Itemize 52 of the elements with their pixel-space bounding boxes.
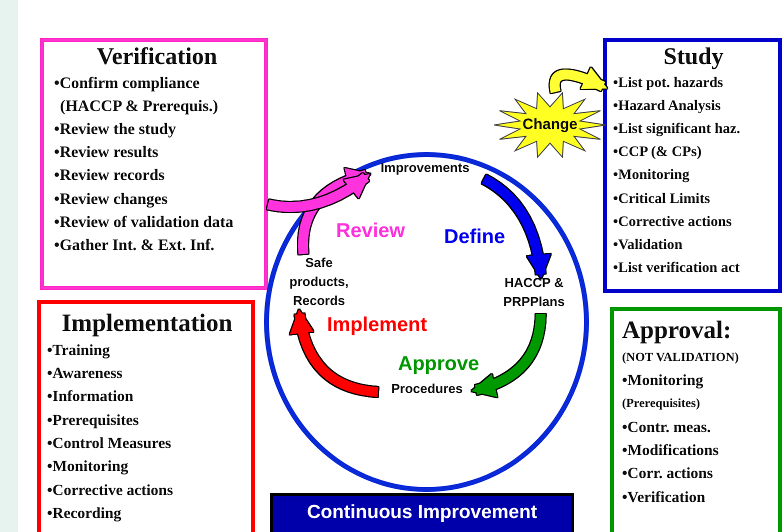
list-item: •Contr. meas. (622, 418, 712, 438)
list-item: •Review the study (54, 120, 178, 140)
list-item: •Awareness (47, 364, 124, 384)
list-item: •Validation (613, 236, 684, 256)
list-item: •Recording (47, 504, 122, 524)
list-item: •CCP (& CPs) (613, 143, 703, 162)
edge-label: Implement (327, 314, 428, 337)
list-item: •Monitoring (47, 457, 130, 478)
list-item: •Confirm compliance (HACCP & Prerequis.) (54, 74, 220, 117)
list-item: •Control Measures (47, 434, 172, 454)
title-banner (270, 493, 574, 532)
starburst-label: Change (521, 116, 578, 133)
note-text: (Prerequisites) (622, 395, 701, 412)
step-label: Improvements (380, 159, 470, 177)
list-item: •List significant haz. (613, 120, 742, 139)
list-item: •List pot. hazards (613, 74, 724, 93)
step-label: HACCP & PRPPlans (502, 274, 566, 311)
step-label: Procedures (390, 380, 464, 398)
list-item: •Critical Limits (613, 190, 712, 209)
list-panel (37, 300, 255, 532)
edge-label: Approve (398, 353, 480, 376)
starburst (494, 92, 606, 158)
list-item: •Verification (622, 488, 706, 508)
list-item: •Corrective actions (47, 480, 174, 501)
list-panel (610, 307, 782, 532)
list-item: •Corr. actions (622, 464, 714, 484)
panel-heading: Verification (96, 44, 218, 72)
title-text: Continuous Improvement (306, 501, 538, 525)
list-item: •Review results (54, 143, 160, 164)
list-item: •Modifications (622, 440, 720, 461)
list-panel (603, 38, 782, 293)
edge-label: Review (336, 220, 405, 243)
panel-heading: Study (662, 44, 725, 72)
list-panel (40, 38, 268, 290)
list-item: •Monitoring (622, 371, 704, 392)
note-text: (NOT VALIDATION) (622, 348, 740, 366)
list-item: •Review of validation data (54, 212, 234, 233)
list-item: •Training (47, 340, 111, 361)
list-item: •Prerequisites (47, 410, 140, 431)
curved-arrow (267, 173, 370, 212)
list-item: •Hazard Analysis (613, 96, 722, 116)
panel-heading: Implementation (60, 310, 234, 339)
panel-heading: Approval: (622, 317, 732, 346)
edge-label: Define (444, 226, 506, 249)
list-item: •Monitoring (613, 166, 690, 186)
list-item: •Gather Int. & Ext. Inf. (54, 236, 216, 256)
step-label: Safe products, Records (288, 254, 350, 310)
list-item: •Review records (54, 166, 166, 186)
list-item: •List verification act (613, 259, 741, 278)
list-item: •Information (47, 387, 134, 408)
list-item: •Review changes (54, 190, 169, 210)
list-item: •Corrective actions (613, 212, 733, 232)
